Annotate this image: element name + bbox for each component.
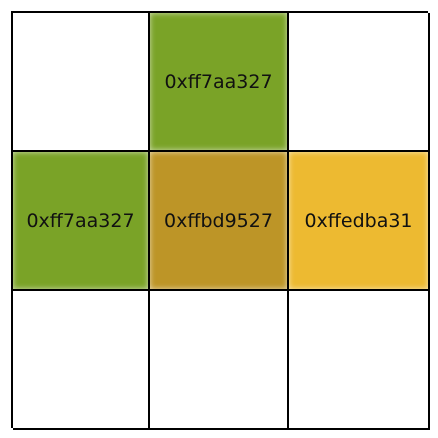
cell-label: 0xff7aa327 bbox=[26, 209, 135, 232]
grid-cell-r2c2: 0xffbd9527 bbox=[150, 152, 289, 291]
cell-label: 0xffbd9527 bbox=[164, 209, 273, 232]
grid-cell-r2c1: 0xff7aa327 bbox=[13, 152, 150, 291]
grid-cell-r1c3 bbox=[289, 13, 430, 152]
grid-cell-r1c1 bbox=[13, 13, 150, 152]
grid-cell-r3c1 bbox=[13, 291, 150, 430]
cell-label: 0xff7aa327 bbox=[164, 70, 273, 93]
grid-cell-r3c3 bbox=[289, 291, 430, 430]
cell-label: 0xffedba31 bbox=[304, 209, 413, 232]
grid-cell-r1c2: 0xff7aa327 bbox=[150, 13, 289, 152]
color-grid: 0xff7aa327 0xff7aa327 0xffbd9527 0xffedb… bbox=[11, 11, 430, 430]
grid-cell-r2c3: 0xffedba31 bbox=[289, 152, 430, 291]
grid-cell-r3c2 bbox=[150, 291, 289, 430]
